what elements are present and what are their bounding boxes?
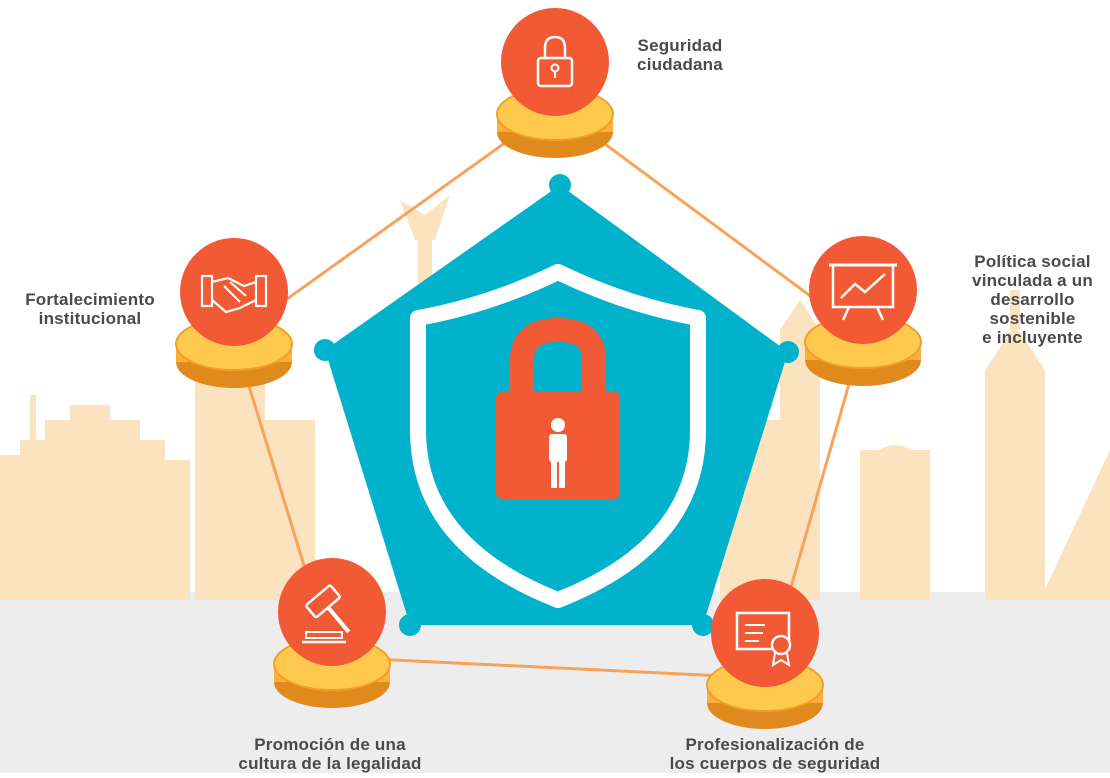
label-fortalecimiento: Fortalecimiento institucional	[25, 290, 155, 328]
connector-line	[331, 655, 766, 680]
node-politica	[804, 236, 922, 386]
gavel-icon	[302, 584, 351, 644]
padlock-icon	[536, 35, 574, 88]
label-politica: Política social vinculada a un desarroll…	[972, 252, 1093, 347]
label-promocion: Promoción de una cultura de la legalidad	[238, 735, 422, 773]
certificate-icon	[735, 611, 792, 668]
pentagon-vertex-dots	[314, 174, 799, 636]
node-seguridad	[496, 8, 614, 158]
label-profesionalizacion: Profesionalización de los cuerpos de seg…	[669, 735, 881, 773]
node-profesionalizacion	[706, 579, 824, 729]
node-group	[175, 8, 922, 729]
handshake-icon	[200, 274, 268, 314]
padlock-person-icon	[496, 317, 620, 499]
node-promocion	[273, 558, 391, 708]
label-seguridad: Seguridad ciudadana	[637, 36, 723, 74]
presentation-chart-icon	[829, 263, 897, 321]
node-fortalecimiento	[175, 238, 293, 388]
